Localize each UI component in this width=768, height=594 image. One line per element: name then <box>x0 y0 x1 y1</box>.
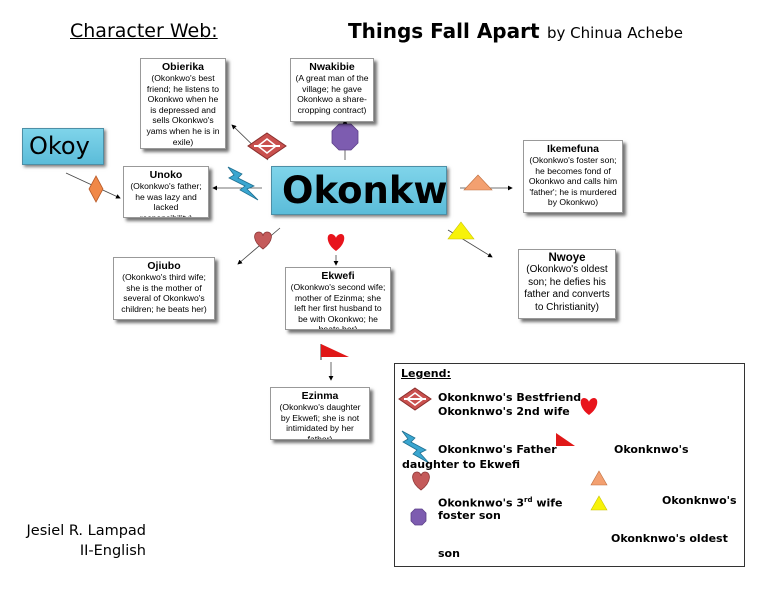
legend-third-wife-sup: rd <box>524 496 533 504</box>
legend-third-wife-suffix: wife <box>532 496 563 510</box>
ezinma-desc: (Okonkwo's daughter by Ekwefi; she is no… <box>279 402 361 440</box>
book-author: by Chinua Achebe <box>547 24 684 42</box>
legend-triangle-yellow-icon <box>590 495 608 511</box>
ekwefi-desc: (Okonkwo's second wife; mother of Ezinma… <box>290 282 386 330</box>
okoy-node: Okoy <box>22 128 104 165</box>
ekwefi-name: Ekwefi <box>321 270 355 282</box>
ojiubo-node: Ojiubo (Okonkwo's third wife; she is the… <box>113 257 215 320</box>
legend-foster-line2: foster son <box>438 509 501 522</box>
legend-flag-icon <box>556 433 575 446</box>
ekwefi-node: Ekwefi (Okonkwo's second wife; mother of… <box>285 267 391 330</box>
ojiubo-desc: (Okonkwo's third wife; she is the mother… <box>121 272 207 314</box>
legend-bestfriend: Okonknwo's Bestfriend <box>438 391 582 404</box>
nwakibie-desc: (A great man of the village; he gave Oko… <box>295 73 369 115</box>
nwakibie-name: Nwakibie <box>309 61 355 73</box>
ojiubo-name: Ojiubo <box>147 260 181 272</box>
ikemefuna-desc: (Okonkwo's foster son; he becomes fond o… <box>528 155 618 208</box>
unoko-name: Unoko <box>149 169 183 181</box>
ezinma-node: Ezinma (Okonkwo's daughter by Ekwefi; sh… <box>270 387 370 440</box>
legend-octagon-icon <box>410 508 427 526</box>
author-class: II-English <box>79 543 146 559</box>
ikemefuna-name: Ikemefuna <box>547 143 599 155</box>
legend-title: Legend: <box>401 367 451 380</box>
nwakibie-node: Nwakibie (A great man of the village; he… <box>290 58 374 122</box>
legend-lightning-bolt-icon <box>401 430 430 464</box>
nwoye-desc: (Okonkwo's oldest son; he defies his fat… <box>524 264 610 313</box>
legend-oldest-line2: son <box>438 547 460 560</box>
legend-second-wife: Okonknwo's 2nd wife <box>438 405 570 418</box>
legend-daughter-line1: Okonknwo's <box>614 443 689 456</box>
ezinma-name: Ezinma <box>301 390 339 402</box>
triangle-orange-icon <box>463 174 493 191</box>
legend-father: Okonknwo's Father <box>438 443 557 456</box>
page-heading: Character Web: <box>70 20 218 42</box>
heart-dusty-icon <box>254 231 272 250</box>
legend-heart-red-icon <box>580 398 598 415</box>
author-name: Jesiel R. Lampad <box>26 523 147 539</box>
author-block: Jesiel R. Lampad II-English <box>16 521 147 561</box>
obierika-node: Obierika (Okonkwo's best friend; he list… <box>140 58 226 149</box>
legend: Legend: Okonknwo's Bestfriend Okonknwo's… <box>394 363 745 567</box>
diamond-orange-icon <box>88 175 104 203</box>
legend-diamond-icon <box>398 387 432 411</box>
legend-third-wife-text: Okonknwo's 3 <box>438 496 525 510</box>
triangle-yellow-icon <box>447 221 475 240</box>
legend-symbols <box>398 387 608 526</box>
lightning-bolt-icon <box>227 166 259 201</box>
unoko-node: Unoko (Okonkwo's father; he was lazy and… <box>123 166 209 218</box>
flag-icon <box>320 344 349 360</box>
nwoye-node: Nwoye (Okonkwo's oldest son; he defies h… <box>518 249 616 319</box>
legend-foster-line1: Okonknwo's <box>662 494 737 507</box>
nwoye-name: Nwoye <box>548 252 586 264</box>
obierika-desc: (Okonkwo's best friend; he listens to Ok… <box>146 73 220 147</box>
octagon-icon <box>331 123 359 151</box>
legend-oldest-line1: Okonknwo's oldest <box>611 532 728 545</box>
unoko-desc: (Okonkwo's father; he was lazy and lacke… <box>130 181 202 218</box>
okonkwo-node: Okonkw <box>271 166 447 215</box>
legend-daughter-line2: daughter to Ekwefi <box>402 458 521 471</box>
legend-third-wife: Okonknwo's 3rd wife <box>438 494 563 510</box>
heart-red-icon <box>327 234 345 251</box>
book-title: Things Fall Apart <box>348 19 540 43</box>
diamond-icon <box>247 132 287 160</box>
legend-heart-dusty-icon <box>412 471 430 491</box>
ikemefuna-node: Ikemefuna (Okonkwo's foster son; he beco… <box>523 140 623 213</box>
obierika-name: Obierika <box>161 61 205 73</box>
legend-triangle-orange-icon <box>590 470 608 486</box>
